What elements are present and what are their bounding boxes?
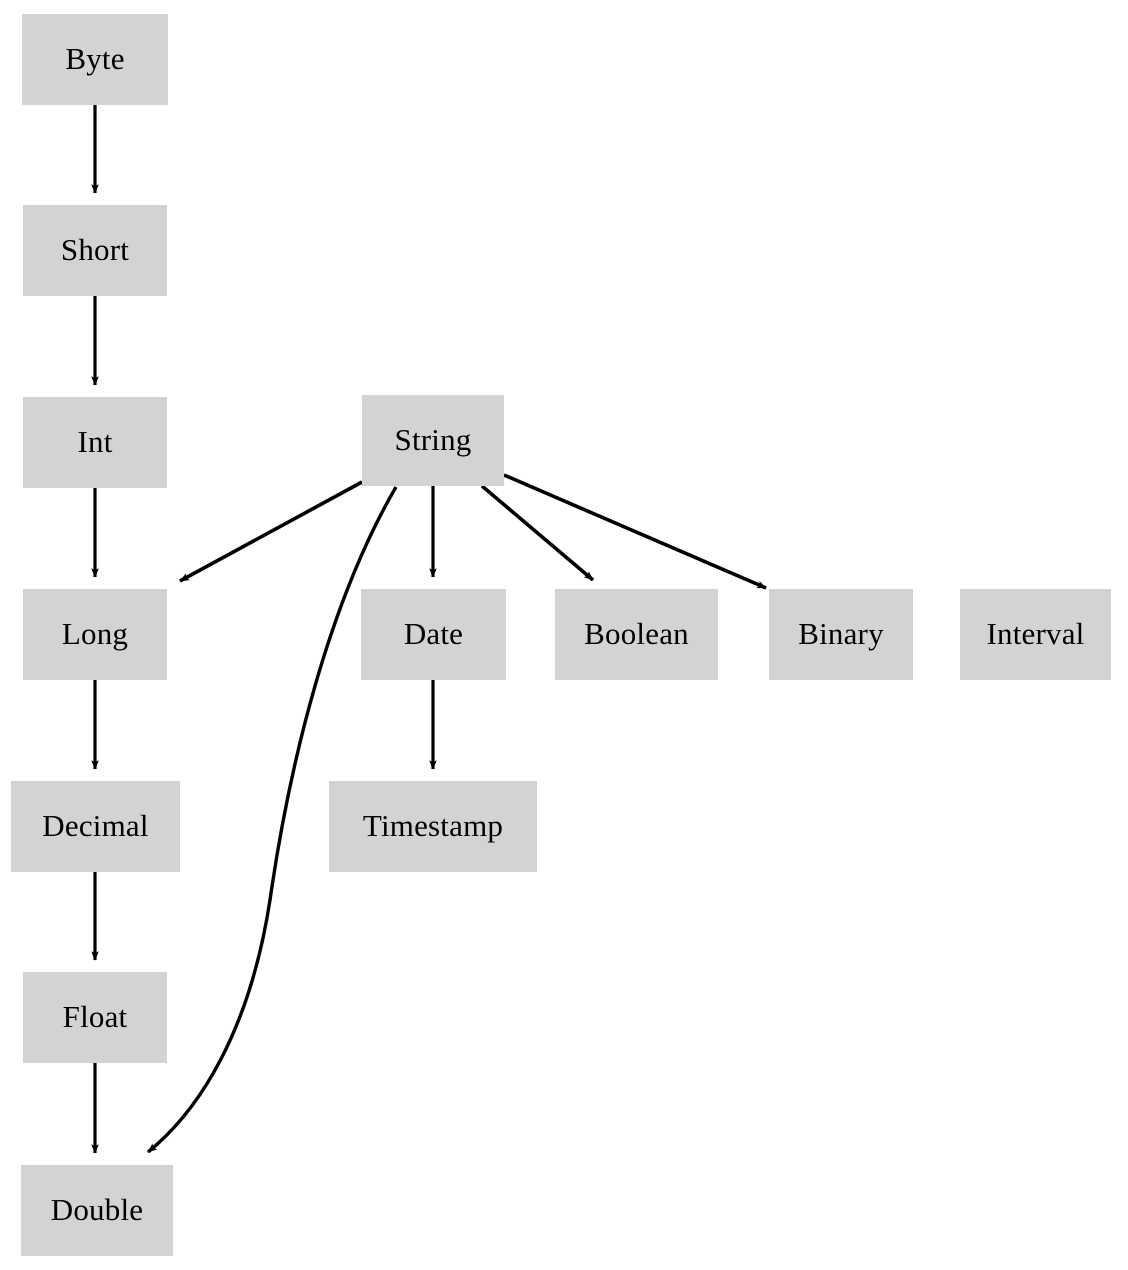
- node-double-label: Double: [50, 1192, 144, 1227]
- node-binary-label: Binary: [798, 616, 884, 651]
- node-boolean-label: Boolean: [584, 616, 689, 651]
- node-float-label: Float: [62, 999, 128, 1034]
- node-boolean[interactable]: Boolean: [555, 589, 718, 680]
- edge-string-binary: [503, 473, 767, 590]
- node-short[interactable]: Short: [23, 205, 167, 296]
- node-byte-label: Byte: [65, 41, 125, 76]
- node-long[interactable]: Long: [23, 589, 167, 680]
- node-short-label: Short: [60, 232, 130, 267]
- node-decimal-label: Decimal: [42, 808, 149, 843]
- node-string-label: String: [394, 422, 472, 457]
- node-date-label: Date: [403, 616, 464, 651]
- edge-string-boolean: [480, 484, 595, 582]
- node-string[interactable]: String: [362, 395, 504, 486]
- edge-string-long: [179, 480, 363, 583]
- node-float[interactable]: Float: [23, 972, 167, 1063]
- node-timestamp-label: Timestamp: [362, 808, 504, 843]
- node-date[interactable]: Date: [361, 589, 506, 680]
- node-timestamp[interactable]: Timestamp: [329, 781, 537, 872]
- node-decimal[interactable]: Decimal: [11, 781, 180, 872]
- node-double[interactable]: Double: [21, 1165, 173, 1256]
- node-interval-label: Interval: [986, 616, 1085, 651]
- node-binary[interactable]: Binary: [769, 589, 913, 680]
- node-interval[interactable]: Interval: [960, 589, 1111, 680]
- node-int[interactable]: Int: [23, 397, 167, 488]
- node-int-label: Int: [77, 424, 113, 459]
- node-long-label: Long: [61, 616, 129, 651]
- node-byte[interactable]: Byte: [22, 14, 168, 105]
